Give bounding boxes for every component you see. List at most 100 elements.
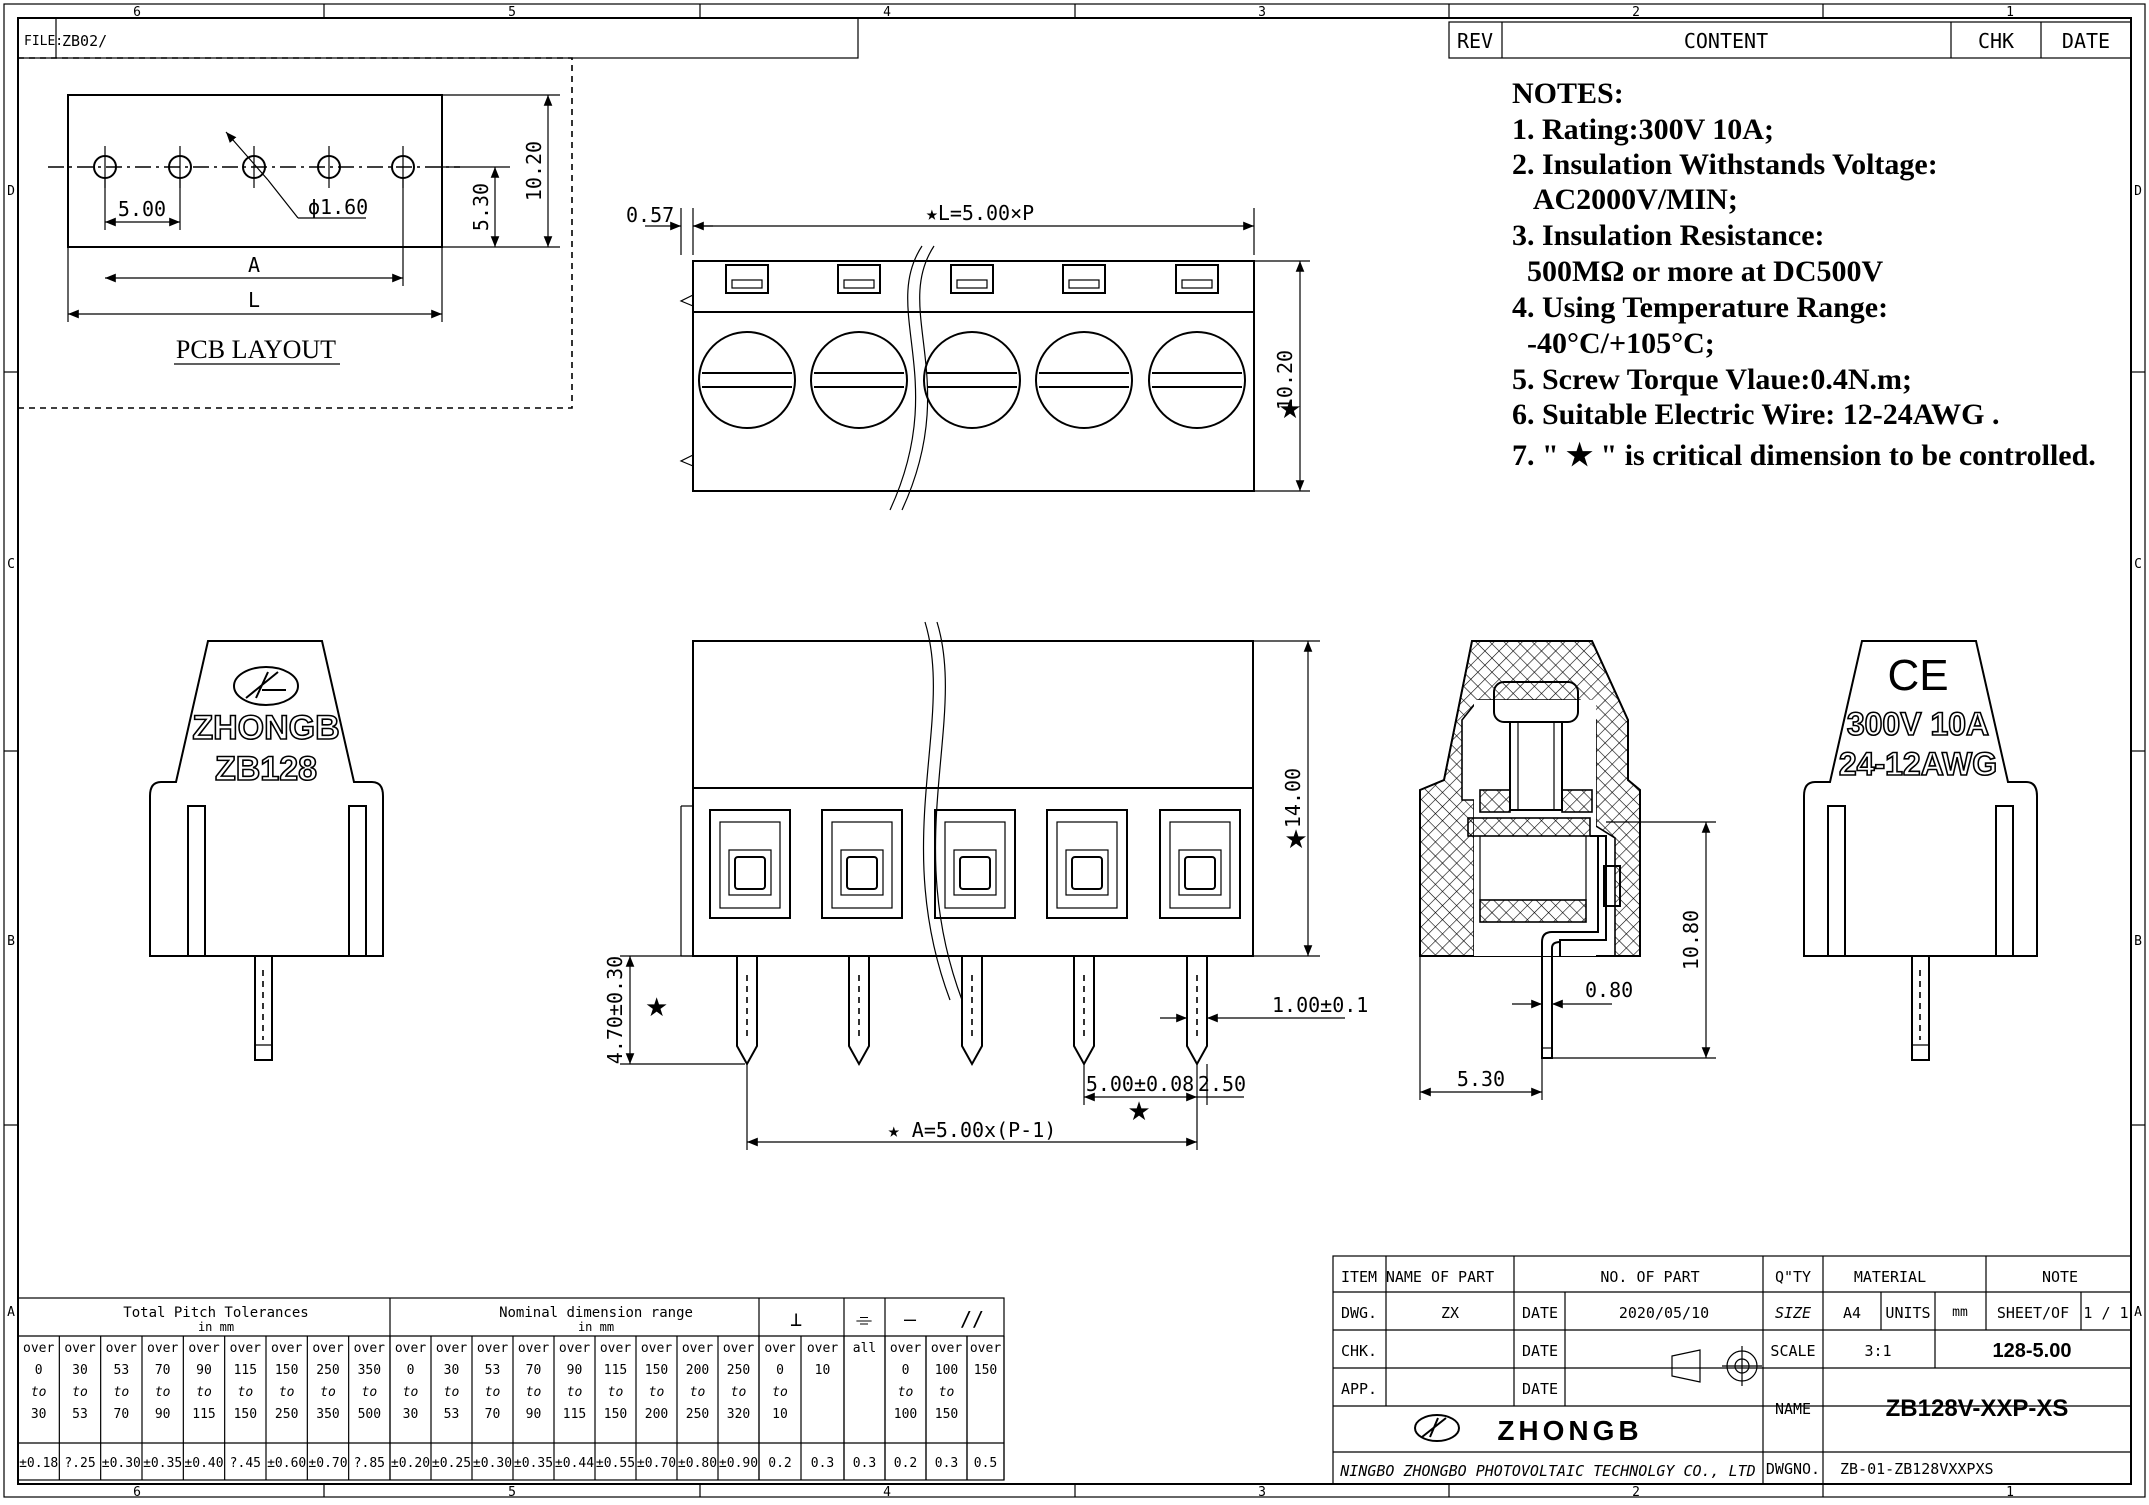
- geo-range-c: to: [939, 1385, 955, 1400]
- pitch-range-d: 500: [358, 1407, 381, 1422]
- top-length-dim: ★L=5.00×P: [926, 201, 1034, 225]
- nominal-tolerance-value: ±0.35: [514, 1456, 553, 1471]
- pitch-range-c: to: [72, 1385, 88, 1400]
- nominal-range-c: to: [444, 1385, 460, 1400]
- zone-col-6-bottom: 6: [133, 1485, 141, 1500]
- nominal-tolerance-value: ±0.55: [596, 1456, 635, 1471]
- side-height-dim: 10.80: [1679, 910, 1703, 970]
- nominal-range-d: 70: [485, 1407, 501, 1422]
- pitch-range-d: 115: [192, 1407, 215, 1422]
- pitch-tolerance-value: ?.25: [64, 1456, 95, 1471]
- note-line: 7. " ★ " is critical dimension to be con…: [1512, 439, 2096, 472]
- note-line: AC2000V/MIN;: [1512, 183, 1738, 216]
- nominal-range-b: 115: [604, 1363, 627, 1378]
- nominal-range-c: to: [608, 1385, 624, 1400]
- nominal-range-a: over: [559, 1341, 590, 1356]
- company-name: NINGBO ZHONGBO PHOTOVOLTAIC TECHNOLGY CO…: [1339, 1462, 1755, 1480]
- top-view: 0.57 ★L=5.00×P 10.20 ★: [626, 201, 1310, 511]
- nominal-range-d: 150: [604, 1407, 627, 1422]
- perpendicularity-symbol: ⊥: [790, 1307, 802, 1331]
- side-base-dim: 5.30: [1457, 1067, 1505, 1091]
- part-name: ZB128V-XXP-XS: [1886, 1395, 2069, 1422]
- pitch-tolerance-unit: in mm: [198, 1320, 234, 1334]
- note-label: NOTE: [2042, 1268, 2078, 1286]
- content-header: CONTENT: [1684, 29, 1768, 53]
- left-end-view: ZHONGB ZB128: [149, 640, 384, 1061]
- top-height-dim: 10.20: [1273, 350, 1297, 410]
- geo-range-c: to: [898, 1385, 914, 1400]
- notes-title: NOTES:: [1512, 77, 1624, 110]
- pitch-range-a: over: [271, 1341, 302, 1356]
- nominal-range-c: to: [403, 1385, 419, 1400]
- geo-tolerance-value: 0.3: [853, 1456, 876, 1471]
- nominal-range-b: 0: [407, 1363, 415, 1378]
- nominal-range-a: over: [395, 1341, 426, 1356]
- front-view: 14.00 ★ 4.70±0.30 ★ 1.00±0.1 5.00±0.08 ★…: [603, 621, 1368, 1150]
- geo-tolerance-value: 0.3: [935, 1456, 958, 1471]
- pitch-range-a: over: [64, 1341, 95, 1356]
- projection-symbol-icon: [1671, 1346, 1762, 1386]
- pitch-range-b: 53: [114, 1363, 130, 1378]
- qty-label: Q"TY: [1775, 1268, 1811, 1286]
- geo-range-d: 100: [894, 1407, 917, 1422]
- zone-row-a: A: [7, 1305, 15, 1320]
- pitch-tolerance-value: ±0.60: [267, 1456, 306, 1471]
- nominal-range-b: 150: [645, 1363, 668, 1378]
- geo-range-b: 150: [974, 1363, 997, 1378]
- pitch-range-d: 250: [275, 1407, 298, 1422]
- chk-date-label: DATE: [1522, 1342, 1558, 1360]
- name-label: NAME: [1775, 1400, 1811, 1418]
- edge-dim: 2.50: [1198, 1072, 1246, 1096]
- pitch-range-b: 30: [72, 1363, 88, 1378]
- chk-label: CHK.: [1341, 1342, 1377, 1360]
- nominal-range-header: Nominal dimension range: [499, 1305, 693, 1321]
- nominal-range-a: over: [518, 1341, 549, 1356]
- nominal-range-c: to: [526, 1385, 542, 1400]
- zhongb-logo-icon: [233, 666, 299, 706]
- nominal-tolerance-value: ±0.30: [473, 1456, 512, 1471]
- zone-col-4: 4: [883, 5, 891, 20]
- pitch-critical-star: ★: [1127, 1096, 1150, 1126]
- date-label: DATE: [1522, 1304, 1558, 1322]
- zone-col-5-bottom: 5: [508, 1485, 516, 1500]
- pitch-range-b: 150: [275, 1363, 298, 1378]
- drawing-date: 2020/05/10: [1619, 1304, 1709, 1322]
- pitch-range-a: over: [312, 1341, 343, 1356]
- zone-labels: 6 5 4 3 2 1 6 5 4 3 2 1 D C B A D C B A: [7, 5, 2142, 1500]
- item-label: ITEM: [1341, 1268, 1377, 1286]
- pitch-range-a: over: [23, 1341, 54, 1356]
- geo-tolerance-value: 0.2: [768, 1456, 791, 1471]
- nominal-tolerance-value: ±0.80: [678, 1456, 717, 1471]
- geo-range-c: to: [772, 1385, 788, 1400]
- pitch-range-c: to: [196, 1385, 212, 1400]
- pitch-range-c: to: [238, 1385, 254, 1400]
- geo-tolerance-value: 0.3: [811, 1456, 834, 1471]
- pitch-tolerance-header: Total Pitch Tolerances: [123, 1305, 308, 1321]
- app-label: APP.: [1341, 1380, 1377, 1398]
- nominal-range-unit: in mm: [578, 1320, 614, 1334]
- pitch-range-b: 70: [155, 1363, 171, 1378]
- title-brand: ZHONGB: [1497, 1415, 1642, 1446]
- pcb-layout-title: PCB LAYOUT: [176, 335, 336, 364]
- nominal-range-d: 90: [526, 1407, 542, 1422]
- nominal-range-d: 115: [563, 1407, 586, 1422]
- pitch-tolerance-value: ±0.30: [102, 1456, 141, 1471]
- zone-row-b-right: B: [2134, 934, 2142, 949]
- pin-critical-star: ★: [645, 992, 668, 1022]
- pitch-tolerance-value: ±0.35: [143, 1456, 182, 1471]
- file-label: FILE:: [24, 34, 63, 49]
- note-line: 4. Using Temperature Range:: [1512, 291, 1888, 324]
- note-line: 6. Suitable Electric Wire: 12-24AWG .: [1512, 398, 1999, 431]
- zone-col-6: 6: [133, 5, 141, 20]
- nominal-range-b: 250: [727, 1363, 750, 1378]
- geo-range-a: over: [970, 1341, 1001, 1356]
- front-critical-star: ★: [1284, 824, 1307, 854]
- front-pins: [736, 956, 1208, 1067]
- pitch-range-a: over: [106, 1341, 137, 1356]
- zhongb-brand-icon: [1414, 1414, 1460, 1442]
- geo-tolerance-value: 0.2: [894, 1456, 917, 1471]
- geo-range-b: 100: [935, 1363, 958, 1378]
- material-label: MATERIAL: [1854, 1268, 1926, 1286]
- sheet-label: SHEET/OF: [1997, 1304, 2069, 1322]
- symmetry-symbol: ⌯: [856, 1307, 872, 1331]
